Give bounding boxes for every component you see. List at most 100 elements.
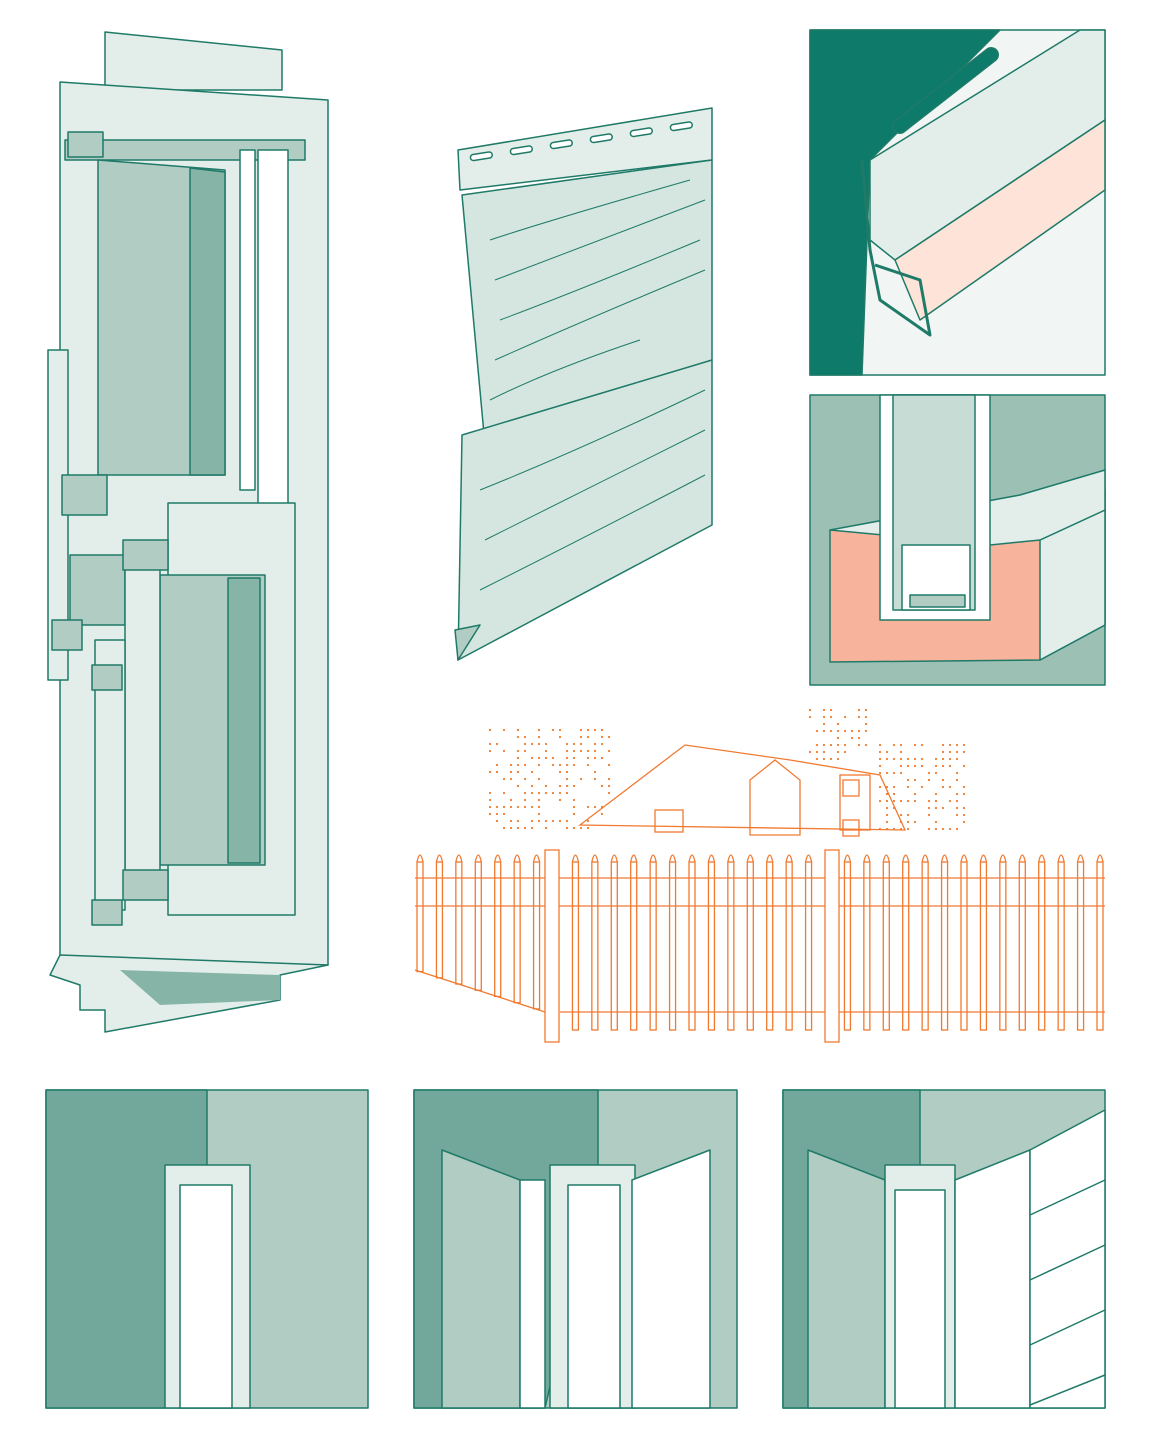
dot — [942, 765, 944, 767]
dot — [594, 757, 596, 759]
dot — [907, 765, 909, 767]
dot — [496, 806, 498, 808]
dot — [587, 820, 589, 822]
dot — [566, 743, 568, 745]
dot — [886, 786, 888, 788]
dot — [837, 730, 839, 732]
corner-with-j-channel — [414, 1090, 737, 1408]
dot — [886, 772, 888, 774]
picket-finial — [844, 855, 850, 862]
picket-finial — [942, 855, 948, 862]
dot — [830, 730, 832, 732]
dot — [552, 792, 554, 794]
dot — [963, 793, 965, 795]
dot — [879, 744, 881, 746]
dot — [823, 716, 825, 718]
dot — [573, 750, 575, 752]
dot — [545, 820, 547, 822]
fence-picket — [961, 862, 967, 1030]
dot — [886, 800, 888, 802]
dot — [587, 827, 589, 829]
picket-finial — [1019, 855, 1025, 862]
dot — [893, 772, 895, 774]
fence-post — [545, 850, 559, 1042]
dot — [886, 807, 888, 809]
dot — [608, 750, 610, 752]
dot — [510, 799, 512, 801]
dot — [963, 807, 965, 809]
picket-finial — [495, 855, 501, 862]
dot — [837, 744, 839, 746]
dot — [524, 778, 526, 780]
dot — [816, 751, 818, 753]
dot — [935, 793, 937, 795]
dot — [566, 771, 568, 773]
picket-finial — [1058, 855, 1064, 862]
picket-finial — [650, 855, 656, 862]
dot — [538, 820, 540, 822]
dot — [949, 751, 951, 753]
dot — [900, 828, 902, 830]
dot — [517, 820, 519, 822]
fence-picket — [786, 862, 792, 1030]
dot — [858, 716, 860, 718]
dot — [942, 786, 944, 788]
dot — [531, 771, 533, 773]
dot — [956, 751, 958, 753]
picket-finial — [864, 855, 870, 862]
dot — [573, 757, 575, 759]
dot — [538, 736, 540, 738]
dot — [608, 792, 610, 794]
dot — [928, 828, 930, 830]
picket-finial — [436, 855, 442, 862]
dot — [823, 744, 825, 746]
dot — [907, 779, 909, 781]
dot — [963, 821, 965, 823]
dot — [823, 730, 825, 732]
dot — [496, 813, 498, 815]
dot — [531, 806, 533, 808]
dot — [921, 786, 923, 788]
fence-picket — [864, 862, 870, 1030]
picket-finial — [1078, 855, 1084, 862]
dot — [963, 765, 965, 767]
dot — [886, 758, 888, 760]
dot — [865, 723, 867, 725]
dot — [949, 828, 951, 830]
picket-finial — [670, 855, 676, 862]
dot — [907, 828, 909, 830]
dot — [907, 758, 909, 760]
dot — [921, 744, 923, 746]
dot — [580, 743, 582, 745]
picket-finial — [417, 855, 423, 862]
dot — [900, 814, 902, 816]
dot — [956, 779, 958, 781]
dot — [517, 827, 519, 829]
picket-finial — [689, 855, 695, 862]
dot — [935, 772, 937, 774]
picket-finial — [903, 855, 909, 862]
dot — [510, 764, 512, 766]
dot — [545, 792, 547, 794]
dot — [489, 743, 491, 745]
dot — [517, 771, 519, 773]
dot — [545, 743, 547, 745]
dot — [573, 813, 575, 815]
picket-finial — [883, 855, 889, 862]
dot — [893, 828, 895, 830]
dot — [844, 730, 846, 732]
dot — [566, 764, 568, 766]
dot — [963, 751, 965, 753]
dot — [524, 764, 526, 766]
dot — [552, 820, 554, 822]
fence-picket — [1000, 862, 1006, 1030]
dot — [489, 750, 491, 752]
dot — [503, 813, 505, 815]
dot — [489, 792, 491, 794]
dot — [823, 723, 825, 725]
picket-finial — [611, 855, 617, 862]
dot — [844, 716, 846, 718]
background-dot-pattern — [489, 709, 965, 830]
dot — [879, 751, 881, 753]
dot — [921, 758, 923, 760]
